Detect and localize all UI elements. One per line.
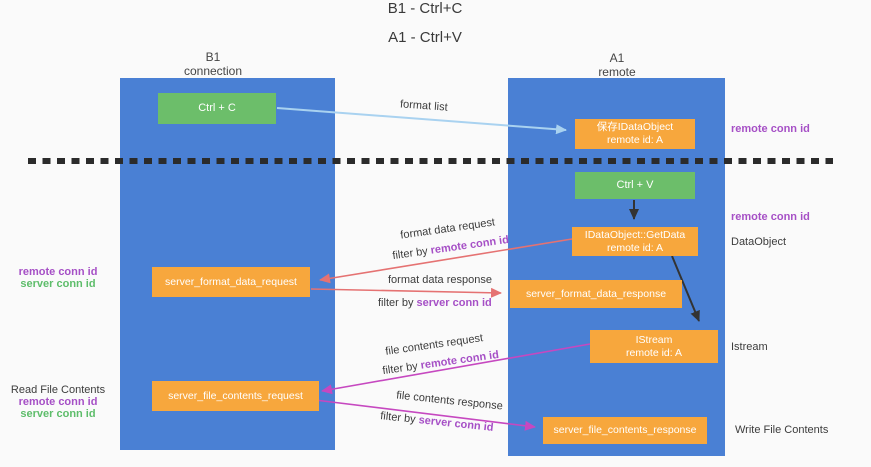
right-remote-conn-id-label-2: remote conn id bbox=[731, 211, 810, 223]
getdata-box: IDataObject::GetData remote id: A bbox=[572, 227, 698, 256]
left-remote-conn-id-label-2: remote conn id bbox=[18, 396, 98, 408]
server-format-data-response-label: server_format_data_response bbox=[525, 287, 667, 300]
server-file-contents-request-box: server_file_contents_request bbox=[152, 381, 319, 411]
server-format-data-response-box: server_format_data_response bbox=[510, 280, 682, 308]
server-file-contents-response-box: server_file_contents_response bbox=[543, 417, 707, 444]
left-conn-id-group: remote conn id server conn id bbox=[2, 266, 114, 290]
dataobject-label: DataObject bbox=[731, 236, 787, 248]
format-list-arrow bbox=[276, 107, 567, 135]
lifeline-left-name: B1 bbox=[205, 50, 221, 64]
file-contents-request-arrow bbox=[321, 343, 591, 395]
server-format-data-request-box: server_format_data_request bbox=[152, 267, 310, 297]
read-file-contents-label: Read File Contents bbox=[10, 384, 106, 396]
istream-side-label: Istream bbox=[731, 341, 768, 353]
server-conn-id-text: server conn id bbox=[416, 297, 492, 309]
istream-line2: remote id: A bbox=[625, 346, 683, 359]
server-file-contents-request-label: server_file_contents_request bbox=[168, 389, 303, 402]
ctrl-c-box: Ctrl + C bbox=[158, 93, 276, 124]
save-dataobject-line1: 保存IDataObject bbox=[596, 121, 674, 133]
read-file-contents-group: Read File Contents remote conn id server… bbox=[2, 384, 114, 420]
ctrl-v-label: Ctrl + V bbox=[616, 179, 654, 191]
format-data-response-arrow bbox=[310, 287, 502, 298]
format-data-response-filter-label: filter by server conn id bbox=[378, 297, 492, 309]
getdata-line1: IDataObject::GetData bbox=[584, 228, 686, 241]
ctrl-c-label: Ctrl + C bbox=[198, 102, 236, 114]
istream-line1: IStream bbox=[635, 333, 673, 346]
save-dataobject-box: 保存IDataObject remote id: A bbox=[575, 119, 695, 149]
filter-by-text: filter by bbox=[378, 297, 414, 309]
left-server-conn-id-label-2: server conn id bbox=[20, 408, 96, 420]
diagram-title-line1: B1 - Ctrl+C bbox=[387, 0, 463, 17]
write-file-contents-label: Write File Contents bbox=[735, 424, 829, 436]
istream-box: IStream remote id: A bbox=[590, 330, 718, 363]
left-remote-conn-id-label-1: remote conn id bbox=[18, 266, 98, 278]
left-server-conn-id-label-1: server conn id bbox=[20, 278, 96, 290]
format-data-response-label: format data response bbox=[388, 274, 492, 286]
server-format-data-request-label: server_format_data_request bbox=[165, 275, 297, 288]
lifeline-right-name: A1 bbox=[609, 51, 625, 65]
file-contents-response-arrow bbox=[314, 399, 536, 431]
server-file-contents-response-label: server_file_contents_response bbox=[553, 424, 697, 436]
getdata-line2: remote id: A bbox=[606, 241, 664, 254]
getdata-to-istream-arrow bbox=[671, 255, 700, 322]
lifeline-left-role: connection bbox=[183, 64, 243, 78]
format-data-request-arrow bbox=[319, 238, 573, 284]
lifeline-right-header: A1 remote bbox=[547, 51, 687, 79]
lifeline-left-header: B1 connection bbox=[143, 50, 283, 78]
ctrl-v-box: Ctrl + V bbox=[575, 172, 695, 199]
diagram-title-line2: A1 - Ctrl+V bbox=[388, 29, 462, 46]
save-dataobject-line2: remote id: A bbox=[606, 134, 664, 146]
right-remote-conn-id-label-1: remote conn id bbox=[731, 123, 810, 135]
lifeline-right-role: remote bbox=[598, 65, 636, 79]
